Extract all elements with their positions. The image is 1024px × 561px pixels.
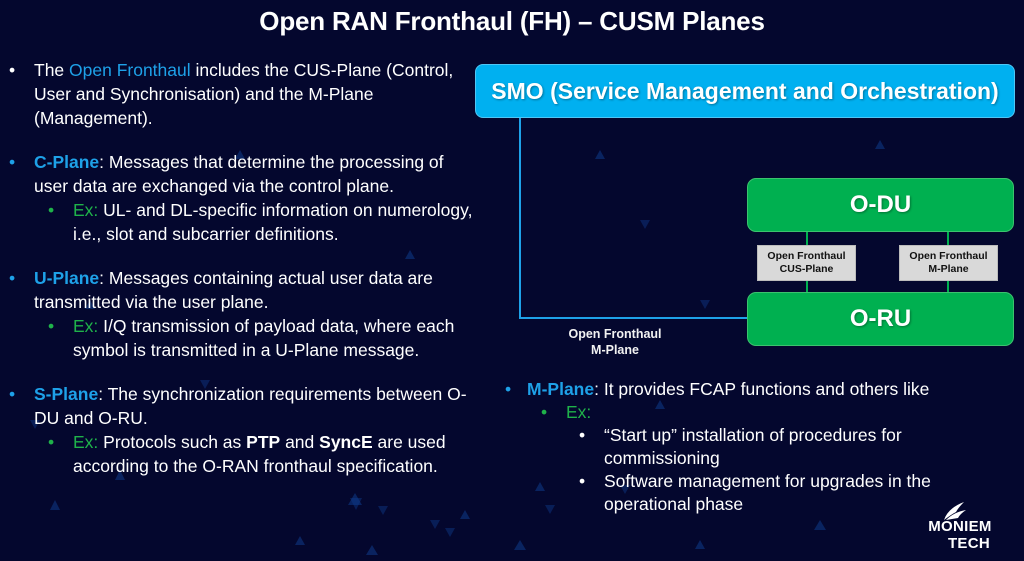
smo-link-label: Open Fronthaul M-Plane: [568, 327, 662, 357]
m-plane-description: •M-Plane: It provides FCAP functions and…: [505, 378, 985, 516]
o-du-box: O-DU: [747, 178, 1014, 232]
bullet-icon: •: [9, 152, 16, 172]
list-item: •Software management for upgrades in the…: [579, 471, 931, 514]
signal-wing-icon: [944, 502, 966, 520]
bullet-icon: •: [579, 471, 586, 491]
bullet-icon: •: [48, 200, 55, 220]
bullet-icon: •: [541, 402, 548, 422]
open-fronthaul-highlight: Open Fronthaul: [69, 60, 191, 80]
bullet-icon: •: [505, 379, 512, 399]
smo-connector-vertical: [519, 118, 521, 319]
smo-box: SMO (Service Management and Orchestratio…: [475, 64, 1015, 118]
intro-bullet: •The Open Fronthaul includes the CUS-Pla…: [9, 60, 454, 128]
list-item: •“Start up” installation of procedures f…: [579, 425, 902, 468]
o-ru-box: O-RU: [747, 292, 1014, 346]
logo-line1: MONIEM: [928, 518, 992, 535]
c-plane-bullet: •C-Plane: Messages that determine the pr…: [0, 150, 480, 246]
logo-line2: TECH: [947, 535, 991, 552]
cus-plane-label: Open Fronthaul CUS-Plane: [757, 245, 856, 281]
bullet-icon: •: [9, 268, 16, 288]
m-plane-label: Open Fronthaul M-Plane: [899, 245, 998, 281]
smo-connector-horizontal: [519, 317, 748, 319]
bullet-icon: •: [48, 316, 55, 336]
bullet-icon: •: [9, 384, 16, 404]
ptp-term: PTP: [246, 432, 281, 452]
s-plane-bullet: •S-Plane: The synchronization requiremen…: [0, 382, 480, 478]
synce-term: SyncE: [319, 432, 373, 452]
moniem-tech-logo: MONIEM TECH: [914, 500, 1006, 552]
plane-descriptions: •The Open Fronthaul includes the CUS-Pla…: [0, 58, 480, 478]
bullet-icon: •: [9, 60, 16, 80]
c-plane-term: C-Plane: [34, 152, 100, 172]
s-plane-term: S-Plane: [34, 384, 99, 404]
s-plane-example: •Ex: Protocols such as PTP and SyncE are…: [48, 432, 446, 476]
page-title: Open RAN Fronthaul (FH) – CUSM Planes: [259, 6, 765, 36]
u-plane-bullet: •U-Plane: Messages containing actual use…: [0, 266, 480, 362]
c-plane-example: •Ex: UL- and DL-specific information on …: [48, 200, 473, 244]
m-plane-term: M-Plane: [527, 379, 595, 399]
bullet-icon: •: [48, 432, 55, 452]
u-plane-example: •Ex: I/Q transmission of payload data, w…: [48, 316, 455, 360]
u-plane-term: U-Plane: [34, 268, 100, 288]
bullet-icon: •: [579, 425, 586, 445]
